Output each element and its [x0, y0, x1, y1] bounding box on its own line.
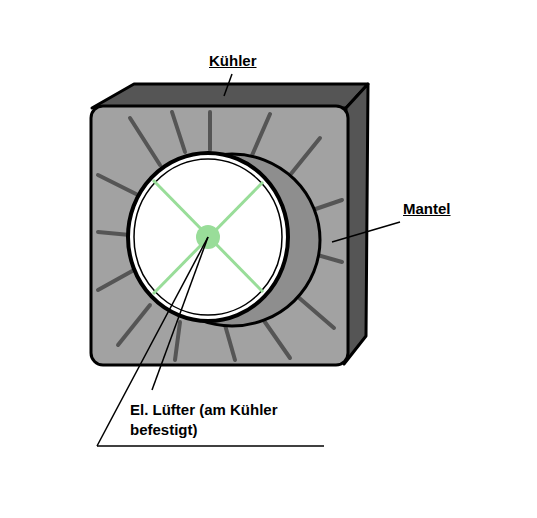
- leader-lines: [97, 74, 400, 446]
- shroud-ribs: [98, 112, 342, 360]
- shroud-face: [91, 106, 348, 365]
- part-label: Kühler: [209, 51, 257, 71]
- part-label: El. Lüfter (am Kühler befestigt): [130, 400, 305, 440]
- part-label: Mantel: [403, 199, 451, 219]
- radiator-top: [92, 84, 368, 108]
